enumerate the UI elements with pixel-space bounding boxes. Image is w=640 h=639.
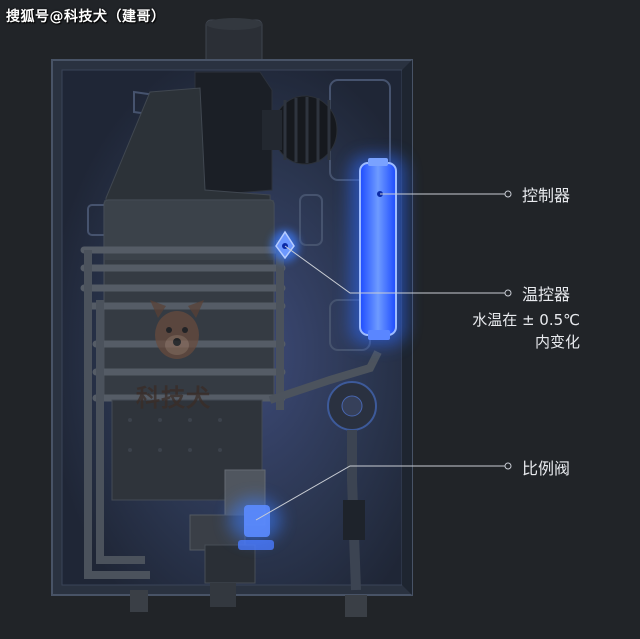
valve-bottom-fitting <box>210 583 236 607</box>
coil-vertical-pipes <box>84 240 284 579</box>
callout-water-temp-line2: 内变化 <box>534 333 580 351</box>
bottom-fitting-1 <box>130 590 148 612</box>
callout-endpoints <box>504 190 512 470</box>
watermark: 搜狐号@科技犬（建哥） <box>6 9 166 25</box>
water-pipe <box>268 350 382 404</box>
pump-outlet-pipe <box>347 430 361 591</box>
callout-proportional-valve: 比例阀 <box>522 459 571 478</box>
callout-thermostat: 温控器 <box>522 285 571 304</box>
valve-glow-core <box>244 505 270 537</box>
controller-box <box>359 162 397 336</box>
motor-ribs <box>283 97 331 163</box>
blower-housing <box>194 71 273 196</box>
pump-center <box>341 395 363 417</box>
valve-glow-ring <box>238 540 274 550</box>
bottom-fitting-2 <box>345 595 367 617</box>
motor-bracket <box>262 110 282 150</box>
dog-mascot-logo <box>150 300 204 359</box>
callout-water-temp-line1: 水温在 ± 0.5℃ <box>472 311 580 329</box>
controller-bottom-cap <box>368 330 390 340</box>
callout-water-temp: 水温在 ± 0.5℃ 内变化 <box>472 309 580 353</box>
callout-leaders <box>255 193 505 521</box>
pump-fitting <box>343 500 365 540</box>
exhaust-pipe-rim <box>206 18 262 30</box>
controller-top-cap <box>368 158 388 166</box>
valve-lower <box>204 544 256 584</box>
logo-text: 科技犬 <box>136 384 211 412</box>
callout-controller: 控制器 <box>522 186 571 205</box>
burner-box-dots <box>128 418 222 452</box>
blower-motor <box>272 95 338 165</box>
